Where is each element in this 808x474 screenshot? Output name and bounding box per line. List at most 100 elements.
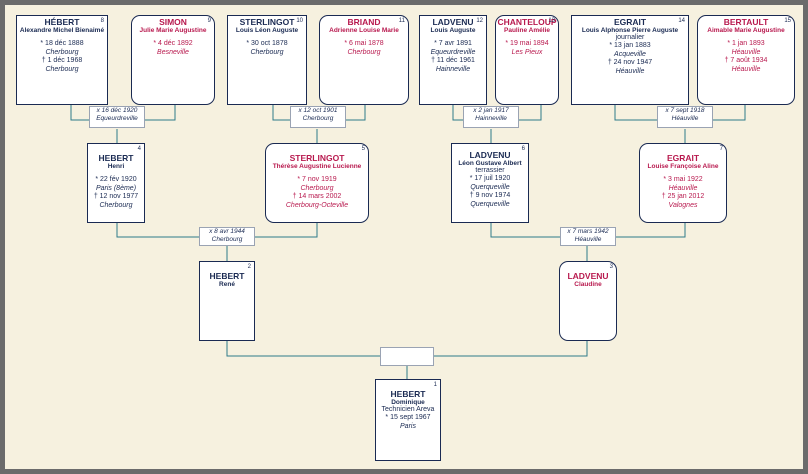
birth-date: * 13 jan 1883 [609, 42, 651, 49]
person-number: 10 [296, 18, 303, 24]
death-date: † 25 jan 2012 [661, 193, 705, 200]
birth-date: * 15 sept 1967 [385, 414, 431, 421]
birth-place: Héauville [668, 184, 698, 192]
death-date: † 24 nov 1947 [607, 59, 653, 66]
marriage-place: Cherbourg [211, 236, 243, 243]
death-date: † 12 nov 1977 [93, 193, 139, 200]
person-number: 4 [137, 146, 141, 152]
death-place: Valognes [668, 201, 698, 209]
death-place: Hainneville [435, 65, 471, 73]
marriage-place: Hainneville [475, 115, 507, 122]
person-given-names: Adrienne Louise Marie [329, 27, 399, 34]
person-given-names: Thérèse Augustine Lucienne [272, 163, 362, 170]
death-date: † 7 août 1934 [724, 57, 768, 64]
person-box-15[interactable]: 15 BERTAULT Aimable Marie Augustine * 1 … [697, 15, 795, 105]
marriage-label-6-7: x 7 mars 1942 Héauville [560, 227, 616, 246]
death-date: † 14 mars 2002 [292, 193, 342, 200]
person-number: 14 [678, 18, 685, 24]
person-surname: HEBERT [390, 389, 426, 399]
marriage-label-4-5: x 8 avr 1944 Cherbourg [199, 227, 255, 246]
birth-place: Cherbourg [45, 48, 79, 56]
occupation: journalier [615, 34, 645, 41]
marriage-label-12-13: x 2 jan 1917 Hainneville [463, 106, 519, 128]
death-date: † 9 nov 1974 [469, 192, 511, 199]
person-given-names: Louis Léon Auguste [235, 27, 299, 34]
person-given-names: Alexandre Michel Bienaimé [19, 27, 105, 34]
birth-place: Querqueville [470, 183, 510, 191]
person-box-7[interactable]: 7 EGRAIT Louise Françoise Aline * 3 mai … [639, 143, 727, 223]
person-box-11[interactable]: 11 BRIAND Adrienne Louise Marie * 6 mai … [319, 15, 409, 105]
birth-place: Héauville [731, 48, 761, 56]
marriage-date: x 7 mars 1942 [567, 228, 609, 235]
marriage-place: Equeurdreville [96, 115, 138, 122]
death-place: Héauville [615, 67, 645, 75]
person-box-5[interactable]: 5 STERLINGOT Thérèse Augustine Lucienne … [265, 143, 369, 223]
person-surname: SIMON [159, 17, 187, 27]
person-given-names: Dominique [391, 399, 425, 406]
person-box-3[interactable]: 3 LADVENU Claudine [559, 261, 617, 341]
person-box-14[interactable]: 14 EGRAIT Louis Alphonse Pierre Auguste … [571, 15, 689, 105]
birth-date: * 19 mai 1894 [505, 40, 549, 47]
person-box-12[interactable]: 12 LADVENU Louis Auguste * 7 avr 1891 Eq… [419, 15, 487, 105]
death-place: Cherbourg [99, 201, 133, 209]
birth-place: Acqueville [614, 50, 646, 58]
person-box-10[interactable]: 10 STERLINGOT Louis Léon Auguste * 30 oc… [227, 15, 307, 105]
person-surname: EGRAIT [666, 153, 700, 163]
birth-place: Cherbourg [300, 184, 334, 192]
birth-date: * 7 avr 1891 [434, 40, 472, 47]
birth-place: Paris (8ème) [95, 184, 137, 192]
birth-date: * 30 oct 1878 [246, 40, 288, 47]
person-surname: STERLINGOT [289, 153, 345, 163]
person-number: 7 [719, 146, 723, 152]
birth-place: Les Pieux [511, 48, 543, 56]
person-surname: LADVENU [567, 271, 609, 281]
person-surname: LADVENU [469, 150, 511, 160]
person-box-2[interactable]: 2 HEBERT René [199, 261, 255, 341]
death-place: Cherbourg [45, 65, 79, 73]
person-surname: HÉBERT [44, 17, 80, 27]
person-surname: HEBERT [209, 271, 245, 281]
person-given-names: Louis Alphonse Pierre Auguste [581, 27, 679, 34]
person-given-names: Henri [107, 163, 125, 170]
birth-date: * 1 jan 1893 [727, 40, 765, 47]
birth-place: Paris [400, 422, 416, 430]
birth-date: * 17 juil 1920 [469, 175, 511, 182]
person-number: 12 [476, 18, 483, 24]
person-box-8[interactable]: 8 HÉBERT Alexandre Michel Bienaimé * 18 … [16, 15, 108, 105]
marriage-date: x 12 oct 1901 [298, 107, 338, 114]
person-surname: BERTAULT [723, 17, 769, 27]
death-date: † 1 déc 1968 [41, 57, 83, 64]
marriage-label-8-9: x 16 déc 1920 Equeurdreville [89, 106, 145, 128]
birth-place: Cherbourg [347, 48, 381, 56]
person-number: 2 [247, 264, 251, 270]
birth-date: * 7 nov 1919 [297, 176, 337, 183]
person-number: 15 [784, 18, 791, 24]
person-box-1[interactable]: 1 HEBERT Dominique Technicien Areva * 15… [375, 379, 441, 461]
marriage-place: Héauville [671, 115, 699, 122]
marriage-label-2-3 [380, 347, 434, 366]
death-place: Héauville [731, 65, 761, 73]
person-surname: HEBERT [98, 153, 134, 163]
marriage-place: Héauville [574, 236, 602, 243]
marriage-label-14-15: x 7 sept 1918 Héauville [657, 106, 713, 128]
person-number: 9 [207, 18, 211, 24]
person-surname: BRIAND [347, 17, 381, 27]
person-given-names: Pauline Amélie [504, 27, 550, 34]
person-given-names: Louis Auguste [430, 27, 476, 34]
person-given-names: Louise Françoise Aline [647, 163, 719, 170]
occupation: terrassier [475, 167, 505, 174]
person-number: 8 [100, 18, 104, 24]
person-box-6[interactable]: 6 LADVENU Léon Gustave Albert terrassier… [451, 143, 529, 223]
person-surname: LADVENU [432, 17, 474, 27]
birth-date: * 4 déc 1892 [153, 40, 193, 47]
person-box-4[interactable]: 4 HEBERT Henri * 22 fév 1920 Paris (8ème… [87, 143, 145, 223]
person-given-names: Léon Gustave Albert [458, 160, 522, 167]
person-number: 13 [548, 18, 555, 24]
person-box-9[interactable]: 9 SIMON Julie Marie Augustine * 4 déc 18… [131, 15, 215, 105]
birth-place: Equeurdreville [430, 48, 476, 56]
person-given-names: Aimable Marie Augustine [707, 27, 785, 34]
birth-date: * 3 mai 1922 [663, 176, 703, 183]
birth-date: * 22 fév 1920 [95, 176, 137, 183]
person-box-13[interactable]: 13 CHANTELOUP Pauline Amélie * 19 mai 18… [495, 15, 559, 105]
